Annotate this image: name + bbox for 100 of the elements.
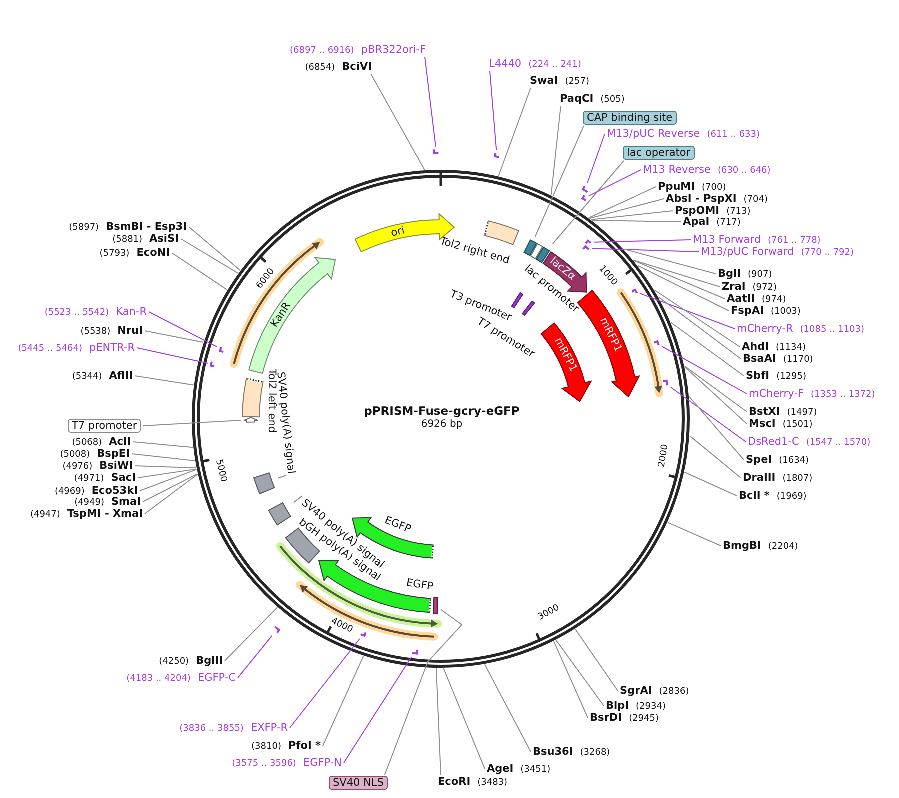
restriction-site-label: PpuMI (700)	[658, 181, 726, 193]
primer-label: (5445 .. 5464) pENTR-R	[18, 342, 135, 354]
leader-line	[294, 496, 303, 504]
leader-line	[637, 265, 730, 312]
leader-line	[148, 312, 218, 348]
leader-line	[670, 387, 746, 442]
restriction-site-label: DraIII (1807)	[743, 472, 813, 484]
primer-label: M13/pUC Reverse (611 .. 633)	[607, 128, 760, 140]
restriction-site-label: (5008) BspEI	[60, 448, 130, 460]
leader-line	[550, 106, 562, 196]
restriction-site-label: MscI (1501)	[749, 418, 813, 430]
primer-label: (5523 .. 5542) Kan-R	[44, 306, 147, 318]
restriction-site-label: BclI * (1969)	[739, 490, 807, 502]
leader-line	[594, 240, 692, 243]
leader-line	[132, 454, 196, 462]
leader-line	[370, 74, 426, 171]
primer-mark	[411, 648, 419, 656]
restriction-site-label: (4250) BglII	[159, 655, 223, 667]
restriction-site-label: (5793) EcoNI	[100, 247, 170, 259]
leader-line	[142, 474, 198, 502]
restriction-site-label: PspOMI (713)	[675, 205, 751, 217]
leader-line	[134, 376, 194, 386]
restriction-site-label: BsrDI (2945)	[590, 712, 659, 724]
leader-line	[623, 248, 716, 274]
feature-arc	[242, 416, 260, 424]
leader-line	[534, 126, 584, 238]
leader-line	[238, 636, 273, 678]
leader-line	[684, 366, 748, 412]
primer-mark	[209, 360, 216, 369]
leader-line	[484, 664, 532, 752]
leader-line	[592, 220, 682, 222]
leader-line	[658, 296, 742, 360]
leader-line	[224, 607, 278, 662]
leader-line	[144, 474, 198, 514]
leader-line	[689, 396, 744, 460]
restriction-site-label: BglI (907)	[718, 268, 772, 280]
primer-mark	[581, 194, 588, 203]
leader-line	[587, 134, 606, 184]
primer-label: (3836 .. 3855) EXFP-R	[180, 722, 288, 734]
leader-line	[172, 252, 228, 291]
restriction-site-label: AbsI - PspXI (704)	[666, 193, 768, 205]
primer-mark	[581, 184, 590, 194]
leader-line	[592, 248, 700, 252]
sequence-length: 6926 bp	[421, 419, 463, 431]
leader-line	[290, 638, 360, 728]
feature-box	[522, 238, 539, 258]
leader-line	[654, 290, 740, 348]
restriction-site-label: SwaI (257)	[530, 75, 590, 87]
restriction-site-label: SbfI (1295)	[746, 370, 806, 382]
feature-tag: SV40 NLS	[329, 776, 388, 790]
restriction-site-label: PaqCI (505)	[560, 93, 625, 105]
feature-arc	[539, 321, 593, 404]
primer-label: mCherry-R (1085 .. 1103)	[737, 323, 865, 335]
feature-tag: lac operator	[623, 146, 695, 160]
leader-line	[588, 170, 642, 197]
leader-line	[633, 260, 726, 300]
primer-label: (3575 .. 3596) EGFP-N	[232, 757, 342, 769]
map-title: pPRISM-Fuse-gcry-eGFP	[364, 405, 520, 417]
leader-line	[344, 656, 412, 764]
feature-box	[267, 501, 293, 527]
restriction-site-label: (4976) BsiWI	[62, 460, 133, 472]
leader-line	[132, 442, 194, 448]
restriction-site-label: BstXI (1497)	[749, 406, 818, 418]
restriction-site-label: (6854) BciVI	[305, 61, 372, 73]
restriction-site-label: (4969) Eco53kI	[54, 485, 138, 497]
feature-label: ori	[390, 224, 406, 240]
feature-label: EGFP	[383, 514, 413, 536]
primer-mark	[584, 239, 593, 246]
leader-line	[670, 322, 744, 376]
leader-line	[588, 186, 656, 219]
restriction-site-label: (5344) AflII	[72, 370, 133, 382]
leader-line	[684, 366, 748, 424]
primer-label: (6897 .. 6916) pBR322ori-F	[290, 44, 426, 56]
leader-line	[180, 238, 239, 274]
leader-line	[490, 70, 498, 150]
restriction-site-label: FspAI (1003)	[731, 305, 801, 317]
restriction-site-label: BmgBI (2204)	[723, 540, 798, 552]
leader-line	[436, 668, 442, 776]
primer-mark	[630, 288, 639, 295]
restriction-site-label: SgrAI (2836)	[620, 685, 690, 697]
feature-box	[535, 245, 552, 265]
leader-line	[556, 640, 604, 706]
feature-label: Tol2 left end	[266, 368, 278, 434]
leader-line	[134, 466, 197, 469]
restriction-site-label: (5538) NruI	[80, 325, 143, 337]
restriction-site-label: BlpI (2934)	[606, 700, 666, 712]
restriction-site-label: AhdI (1134)	[742, 341, 806, 353]
leader-line	[140, 469, 198, 492]
restriction-site-label: BsaAI (1170)	[743, 353, 814, 365]
primer-mark	[218, 345, 226, 354]
leader-line	[589, 198, 664, 220]
leader-line	[684, 472, 738, 496]
primer-label: mCherry-F (1353 .. 1372)	[749, 388, 876, 400]
primer-label: (4183 .. 4204) EGFP-C	[126, 672, 236, 684]
leader-line	[662, 346, 748, 394]
primer-mark	[273, 625, 281, 635]
primer-label: M13 Reverse (630 .. 646)	[643, 164, 771, 176]
leader-line	[322, 656, 364, 746]
leader-line	[633, 260, 720, 288]
primer-mark	[652, 340, 661, 347]
